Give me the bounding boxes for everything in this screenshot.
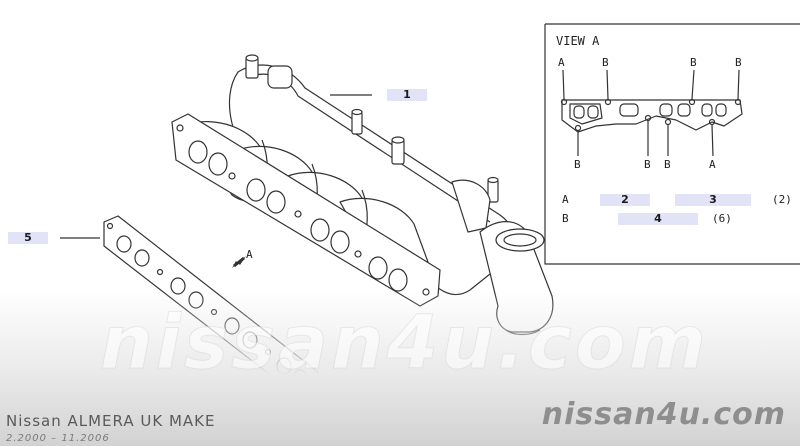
legend-row-a-letter: A <box>562 193 569 206</box>
watermark-small: nissan4u.com <box>541 397 786 432</box>
model-title: Nissan ALMERA UK MAKE <box>6 412 216 430</box>
callout-part-3[interactable]: 3 <box>675 194 751 206</box>
view-a-title: VIEW A <box>556 34 600 48</box>
view-a-bottom-letter-4: A <box>709 158 716 171</box>
view-a-bottom-letter-3: B <box>664 158 671 171</box>
legend-row-a-qty: (2) <box>772 193 792 206</box>
view-a-top-letter-1: A <box>558 56 565 69</box>
view-a-arrow <box>232 256 246 268</box>
watermark-large: nissan4u.com <box>100 300 709 387</box>
callout-part-2[interactable]: 2 <box>600 194 650 206</box>
callout-part-4[interactable]: 4 <box>618 213 698 225</box>
view-a-bottom-letter-1: B <box>574 158 581 171</box>
callout-part-1[interactable]: 1 <box>387 89 427 101</box>
view-a-top-letter-4: B <box>735 56 742 69</box>
view-a-bottom-letter-2: B <box>644 158 651 171</box>
watermark-band <box>0 290 800 446</box>
callout-part-5[interactable]: 5 <box>8 232 48 244</box>
legend-row-b-letter: B <box>562 212 569 225</box>
view-a-top-letter-3: B <box>690 56 697 69</box>
model-dates: 2.2000 – 11.2006 <box>6 433 110 444</box>
legend-row-b-qty: (6) <box>712 212 732 225</box>
view-a-gasket <box>560 69 743 157</box>
arrow-view-label: A <box>246 248 253 261</box>
view-a-frame <box>544 23 800 265</box>
view-a-top-letter-2: B <box>602 56 609 69</box>
